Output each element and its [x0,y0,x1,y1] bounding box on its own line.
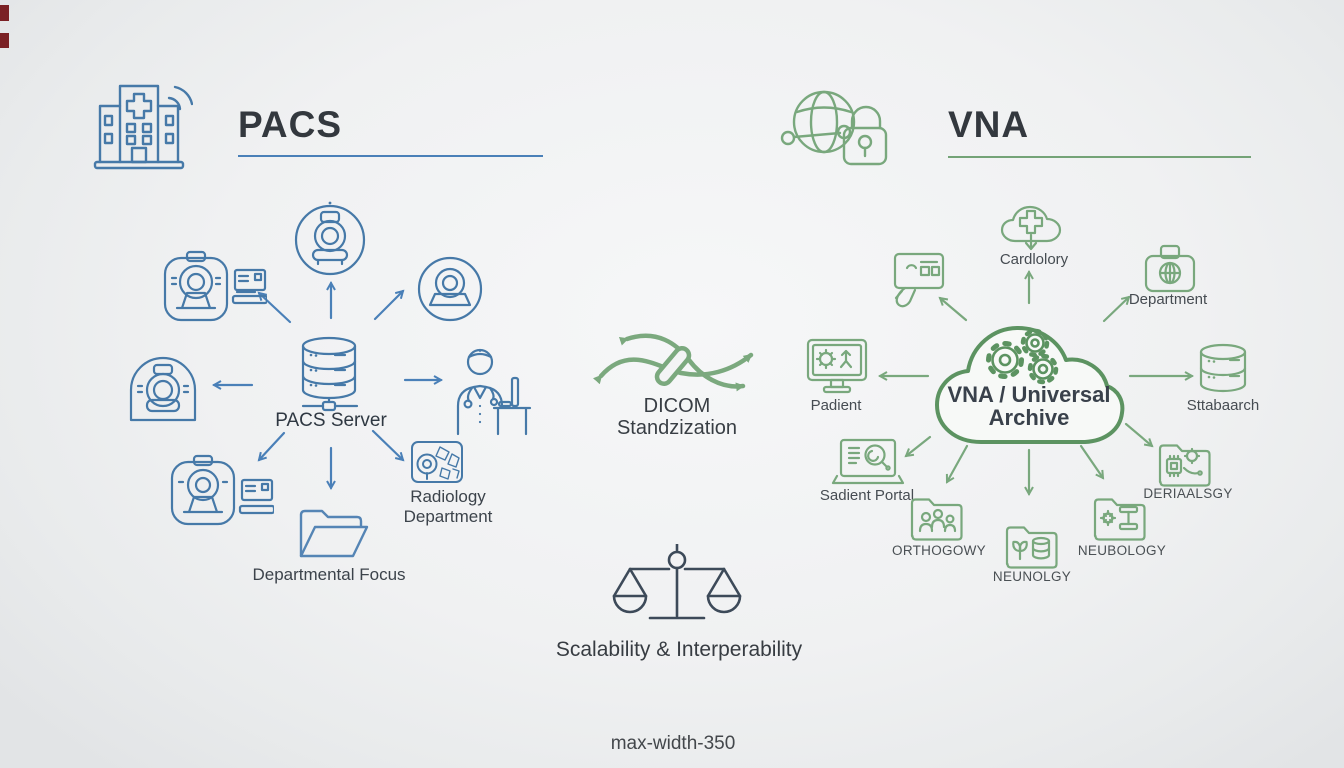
dermatology-folder-label: DERIAALSGY [1143,486,1233,501]
mri-scanner-icon [125,352,201,424]
neurology-folder-bottom-label: NEUNOLGY [992,569,1072,584]
radiology-label-line1: Radiology [410,487,486,506]
cardiology-label: Cardlolory [999,251,1069,268]
dicom-label-line1: DICOM [643,395,711,417]
archive-db-label: Sttabaarch [1186,397,1260,414]
neurology-folder-icon [1004,519,1060,569]
pacs-server-icon [299,336,363,412]
neurology-folder-right-icon [1092,491,1148,541]
ct-scanner-console-icon [163,250,267,322]
department-label: Department [1128,291,1208,308]
vna-cloud-icon [933,312,1125,448]
corner-mark [0,5,9,21]
orthopedics-folder-label: ORTHOGOWY [892,543,986,558]
patient-portal-label: Sadient Portal [819,487,915,504]
radiology-label-line2: Department [403,507,493,526]
mri-scanner-icon [417,256,483,322]
corner-mark [0,33,9,48]
hospital-icon [85,76,193,170]
mri-scanner-icon [293,198,367,276]
scalability-label: Scalability & Interperability [555,638,803,661]
patient-label: Padient [810,397,862,414]
neurology-folder-right-label: NEUBOLOGY [1077,543,1167,558]
medical-case-icon [1144,243,1196,293]
folder-icon [297,500,371,562]
dermatology-folder-icon [1157,437,1213,487]
exchange-arrows-icon [593,326,765,404]
departmental-focus-label: Departmental Focus [252,565,406,584]
vna-underline [948,156,1251,158]
pacs-underline [238,155,543,157]
vna-hub-label-line2: Archive [988,405,1070,430]
footer-note: max-width-350 [610,733,736,754]
pacs-title: PACS [238,104,343,145]
vna-title: VNA [948,104,1030,145]
vna-hub-label-line1: VNA / Universal [947,382,1111,407]
pacs-server-label: PACS Server [275,410,387,431]
scales-icon [608,544,746,632]
globe-lock-icon [780,82,892,174]
patient-monitor-icon [806,338,868,396]
patient-portal-laptop-icon [831,438,905,490]
dicom-label-line2: Standzization [616,417,738,439]
medical-cloud-icon [1000,203,1062,255]
archive-database-icon [1198,343,1250,395]
tablet-hand-icon [883,248,947,310]
radiology-image-icon [411,441,463,483]
ct-scanner-console-icon [170,452,274,528]
orthopedics-folder-icon [909,491,965,541]
radiologist-desk-icon [450,344,532,436]
